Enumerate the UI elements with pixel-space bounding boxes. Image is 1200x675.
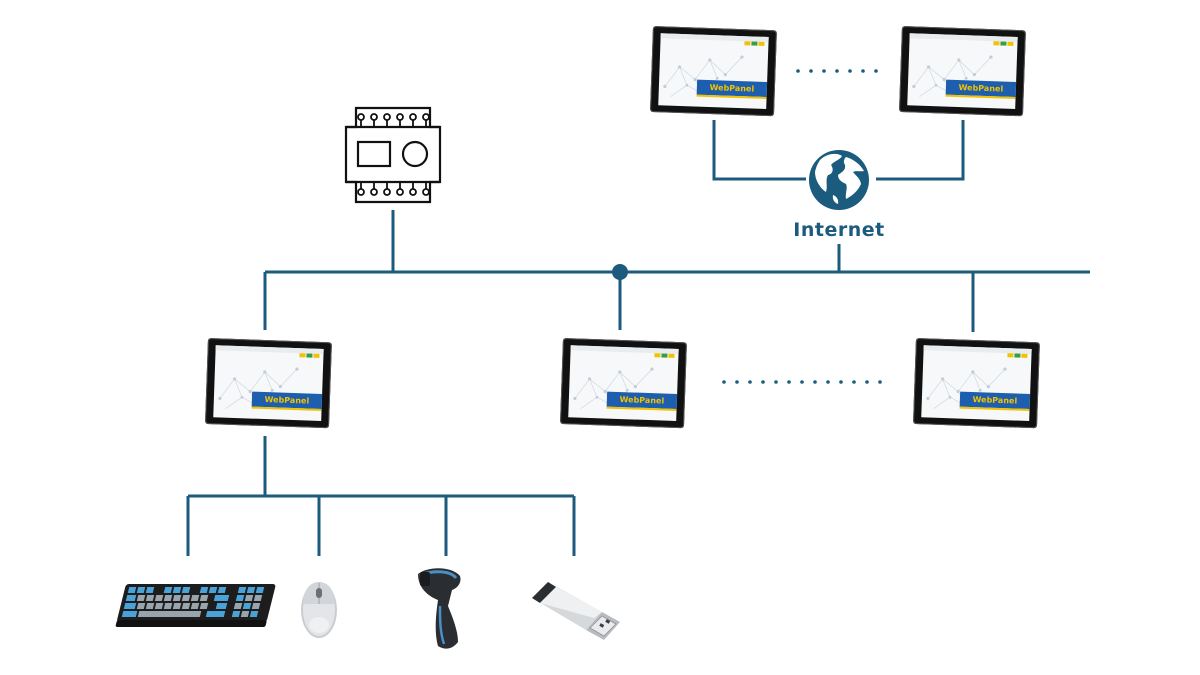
internet-right-link xyxy=(876,120,965,181)
webpanel-top-right: WebPanel xyxy=(898,25,1027,117)
ellipsis-middle xyxy=(722,380,882,384)
usb-stick-icon xyxy=(532,582,620,640)
internet-label: Internet xyxy=(793,219,884,241)
wires xyxy=(186,120,1090,556)
keyboard-icon xyxy=(115,584,276,627)
ellipsis-top xyxy=(796,69,878,73)
din-rail-controller-icon xyxy=(344,106,442,204)
webpanel-top-left: WebPanel xyxy=(649,25,778,117)
webpanel-left: WebPanel xyxy=(204,337,333,429)
webpanel-label: WebPanel xyxy=(619,395,664,406)
webpanel-right: WebPanel xyxy=(912,337,1041,429)
globe-icon xyxy=(809,150,869,210)
webpanel-label: WebPanel xyxy=(972,395,1017,406)
internet-left-link xyxy=(712,120,806,181)
webpanel-label: WebPanel xyxy=(264,395,309,406)
webpanel-label: WebPanel xyxy=(709,83,754,94)
webpanel-label: WebPanel xyxy=(958,83,1003,94)
webpanel-center: WebPanel xyxy=(559,337,688,429)
barcode-scanner-icon xyxy=(418,568,461,649)
mouse-icon xyxy=(301,582,337,638)
bus-junction xyxy=(612,264,628,280)
